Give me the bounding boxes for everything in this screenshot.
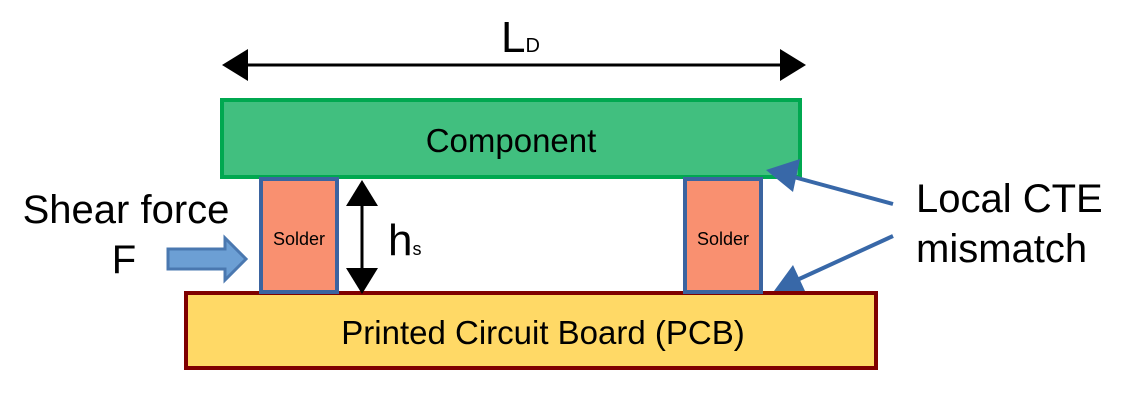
cte-pointer-top-head-icon — [766, 159, 800, 192]
cte-pointer-bottom-line — [796, 234, 894, 282]
cte-pointer-bottom-head-icon — [774, 265, 805, 291]
cte-label-line1: Local CTE — [916, 177, 1103, 221]
arrowhead-up-icon — [346, 180, 378, 206]
length-label: LD — [501, 13, 540, 62]
component-label: Component — [426, 122, 597, 159]
cte-pointer-top-line — [789, 174, 894, 206]
force-symbol-label: F — [112, 238, 136, 282]
arrowhead-down-icon — [346, 268, 378, 294]
component-block — [220, 98, 802, 179]
pcb-label: Printed Circuit Board (PCB) — [341, 314, 744, 351]
shear-force-label: Shear force — [23, 188, 230, 232]
solder-left-label: Solder — [273, 229, 325, 249]
cte-pointer-bottom — [774, 234, 894, 291]
shear-force-arrow-icon — [166, 234, 249, 284]
height-label: hs — [388, 216, 421, 265]
cte-label-line2: mismatch — [916, 227, 1087, 271]
arrowhead-right-icon — [780, 49, 806, 81]
pcb-block — [184, 291, 878, 370]
length-dimension-arrow — [222, 49, 806, 81]
solder-joint-left — [259, 177, 339, 294]
cte-pointer-top — [766, 159, 894, 206]
height-dimension-arrow — [346, 180, 378, 294]
solder-joint-right — [683, 177, 763, 294]
arrowhead-left-icon — [222, 49, 248, 81]
solder-right-label: Solder — [697, 229, 749, 249]
